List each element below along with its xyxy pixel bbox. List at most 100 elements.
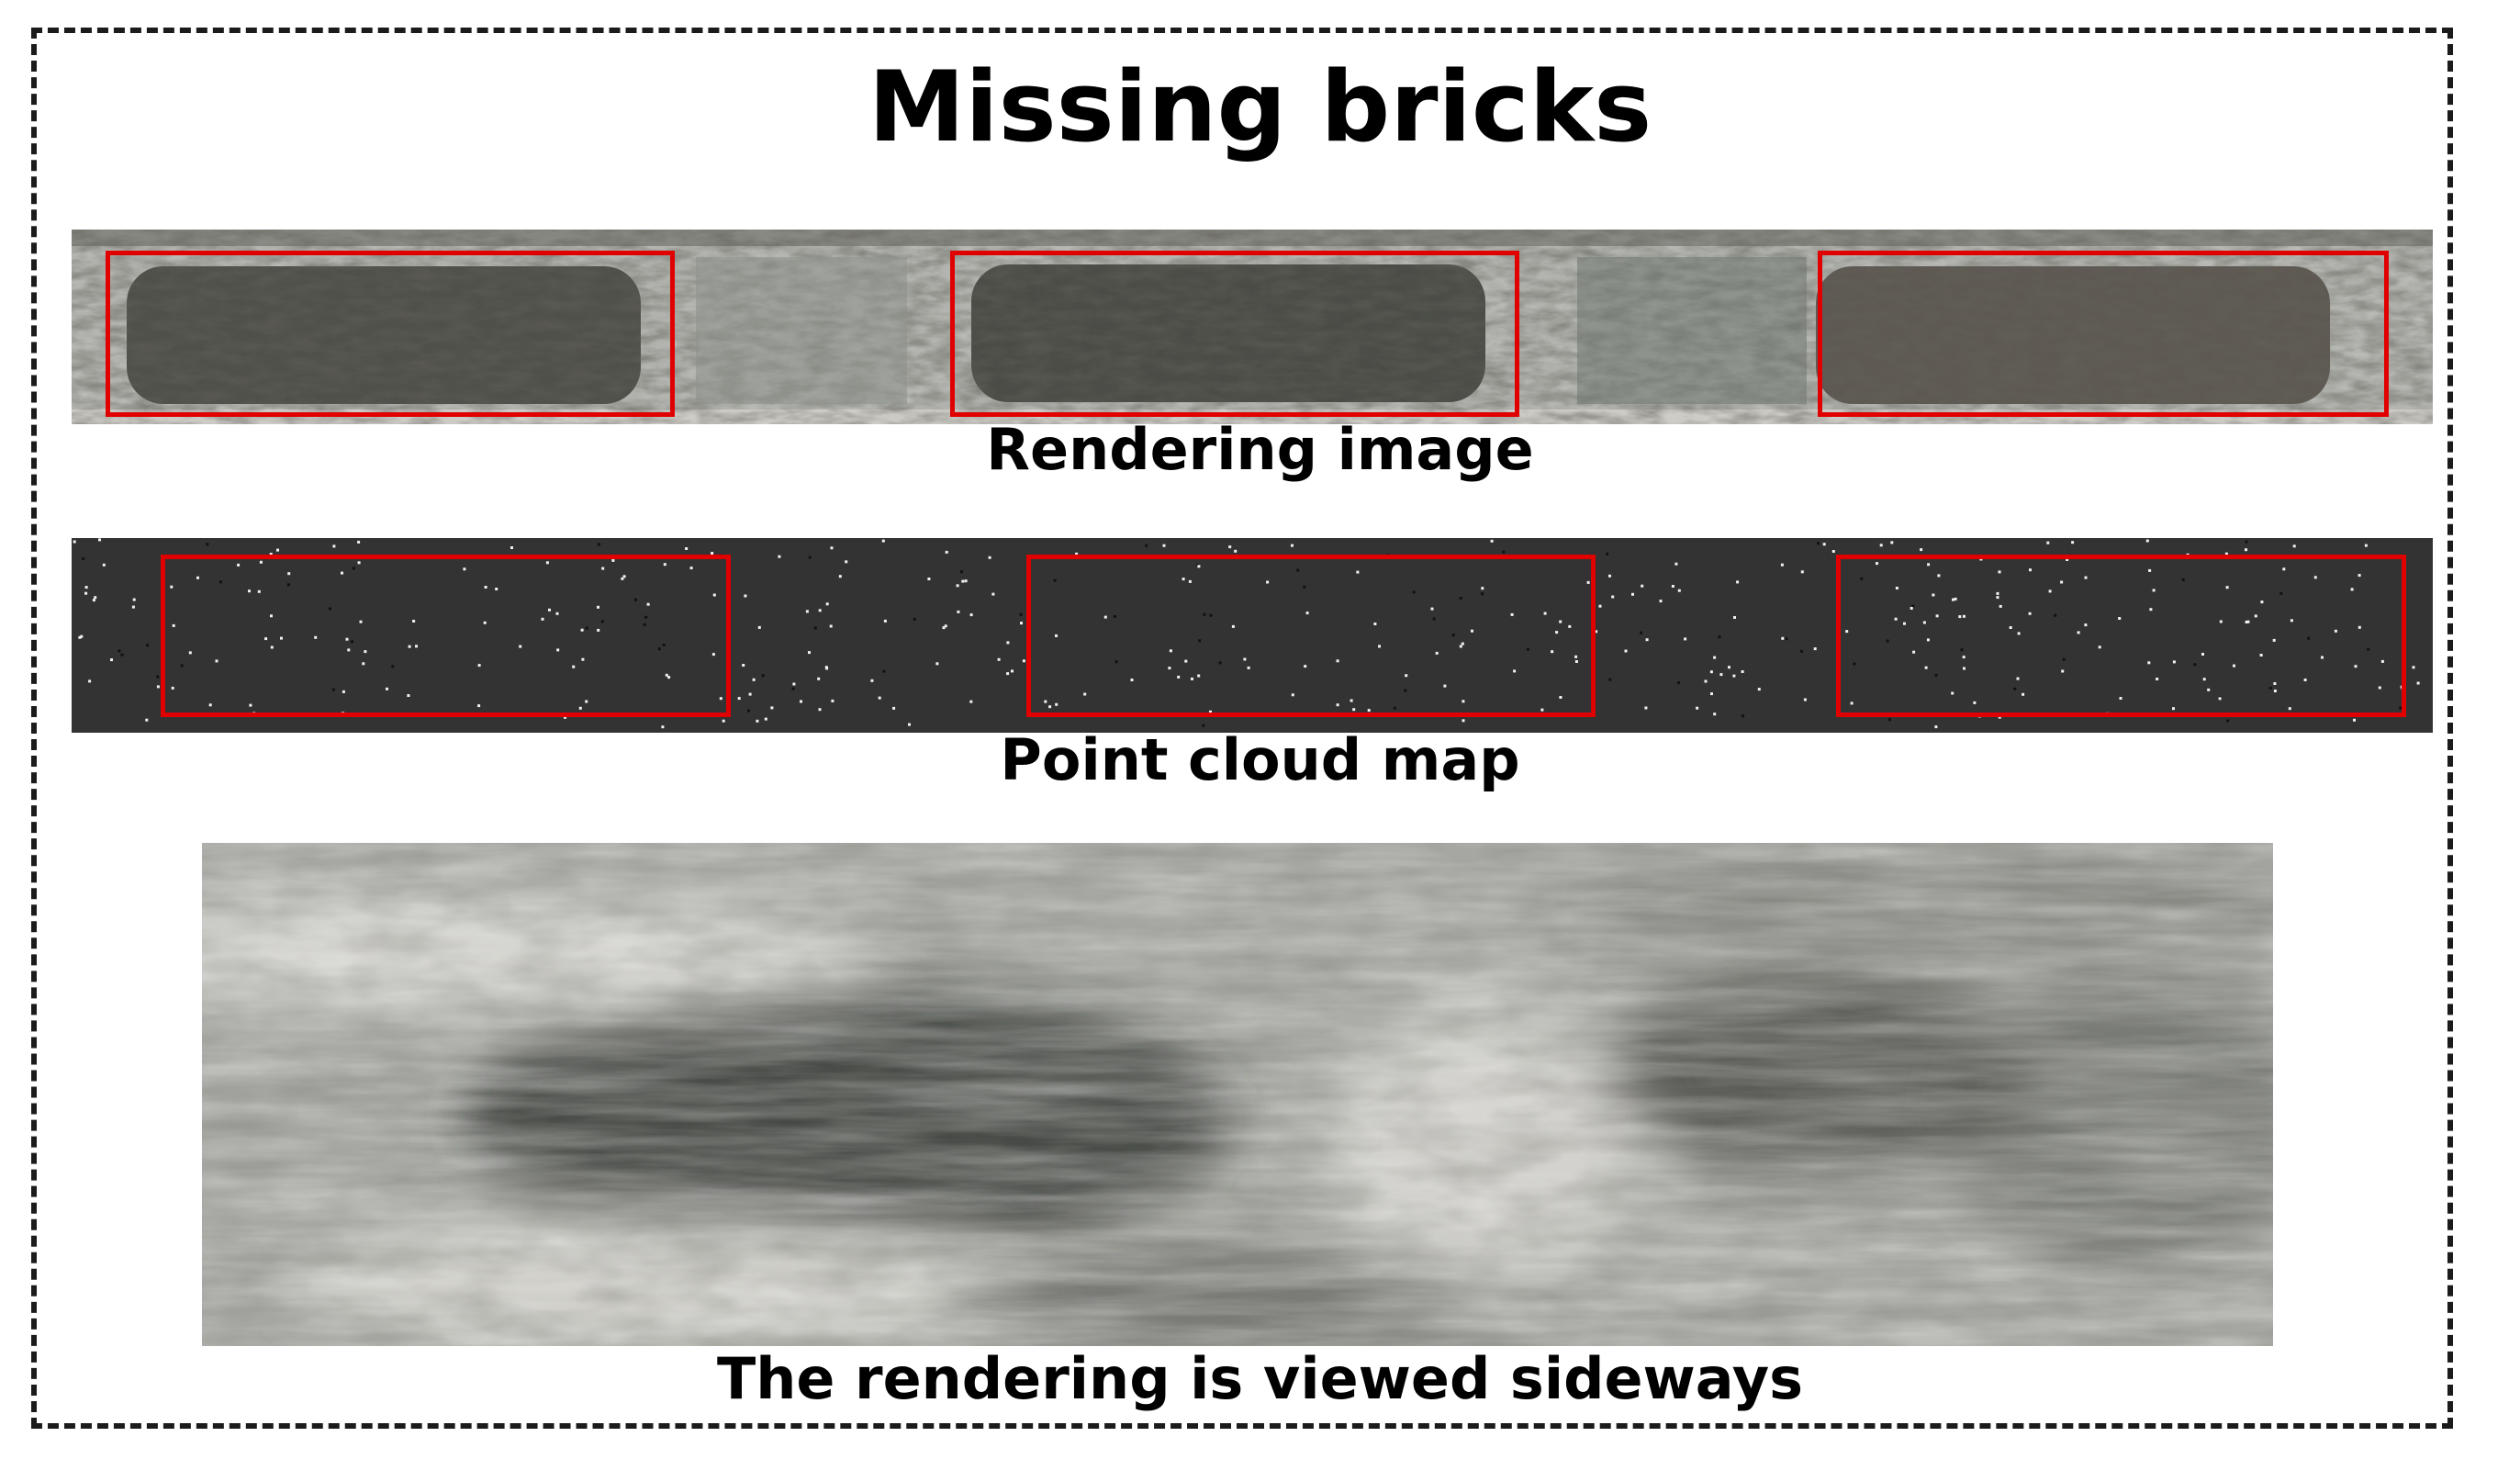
- point-cloud-dot: [280, 636, 283, 640]
- point-cloud-dot: [264, 637, 268, 641]
- point-cloud-dot: [276, 548, 279, 552]
- point-cloud-dot: [870, 679, 874, 682]
- point-cloud-dot: [180, 664, 184, 668]
- point-cloud-dot: [2303, 679, 2307, 681]
- point-cloud-dot: [663, 563, 666, 567]
- point-cloud-dot: [1677, 681, 1681, 685]
- point-cloud-dot: [881, 539, 885, 543]
- point-cloud-dot: [1800, 649, 1803, 653]
- point-cloud-dot: [1850, 701, 1854, 705]
- point-cloud-dot: [1113, 614, 1116, 618]
- point-cloud-dot: [831, 699, 834, 702]
- point-cloud-dot: [662, 644, 666, 646]
- point-cloud-dot: [1020, 622, 1023, 625]
- point-cloud-dot: [1432, 617, 1436, 621]
- point-cloud-dot: [2367, 647, 2370, 651]
- point-cloud-dot: [644, 615, 648, 619]
- point-cloud-dot: [1937, 574, 1941, 578]
- point-cloud-dot: [1006, 641, 1010, 645]
- point-cloud-dot: [1713, 713, 1717, 716]
- point-cloud-dot: [913, 617, 916, 621]
- point-cloud-dot: [778, 555, 781, 558]
- point-cloud-dot: [1209, 710, 1212, 713]
- point-cloud-dot: [2084, 623, 2088, 627]
- point-cloud-dot: [1781, 636, 1785, 640]
- point-cloud-dot: [2273, 682, 2277, 685]
- point-cloud-dot: [883, 619, 887, 623]
- point-cloud-dot: [2022, 692, 2025, 696]
- point-cloud-dot: [2147, 661, 2151, 665]
- point-cloud-dot: [1177, 675, 1181, 679]
- point-cloud-dot: [1951, 691, 1954, 695]
- point-cloud-dot: [1481, 587, 1484, 590]
- point-cloud-dot: [2254, 614, 2257, 618]
- point-cloud-dot: [2017, 632, 2021, 635]
- sideways-rendering-panel: [202, 843, 2273, 1346]
- point-cloud-dot: [1979, 557, 1983, 561]
- point-cloud-dot: [1741, 670, 1744, 673]
- point-cloud-dot: [2152, 589, 2156, 592]
- rendering-image-panel: [72, 230, 2433, 424]
- point-cloud-dot: [747, 709, 750, 713]
- point-cloud-dot: [408, 645, 411, 648]
- point-cloud-dot: [1611, 595, 1615, 599]
- point-cloud-dot: [2225, 586, 2229, 589]
- point-cloud-dot: [818, 609, 822, 612]
- point-cloud-dot: [1962, 656, 1966, 659]
- point-cloud-dot: [2313, 576, 2317, 579]
- point-cloud-dot: [463, 567, 466, 571]
- point-cloud-dot: [1932, 593, 1935, 597]
- point-cloud-dot: [1922, 621, 1926, 624]
- point-cloud-dot: [1998, 570, 2001, 574]
- point-cloud-dot: [1996, 591, 1999, 595]
- point-cloud-dot: [1999, 604, 2002, 608]
- point-cloud-dot: [1713, 656, 1717, 659]
- point-cloud-dot: [1860, 577, 1864, 580]
- point-cloud-dot: [2077, 631, 2080, 634]
- point-cloud-dot: [991, 592, 995, 596]
- point-cloud-dot: [1231, 624, 1235, 628]
- point-cloud-dot: [249, 703, 252, 707]
- point-cloud-dot: [1304, 665, 1307, 668]
- point-cloud-dot: [1203, 612, 1206, 616]
- point-cloud-dot: [548, 608, 551, 612]
- point-cloud-dot: [825, 602, 829, 606]
- point-cloud-dot: [1169, 649, 1172, 653]
- point-cloud-dot: [477, 664, 481, 668]
- point-cloud-dot: [2193, 663, 2197, 667]
- point-cloud-dot: [2245, 548, 2247, 552]
- point-cloud-dot: [756, 719, 759, 723]
- point-cloud-dot: [1704, 679, 1708, 683]
- point-cloud-dot: [1996, 596, 1999, 600]
- point-cloud-dot: [2307, 636, 2311, 640]
- point-cloud-dot: [611, 558, 615, 562]
- point-cloud-dot: [1895, 587, 1898, 589]
- point-cloud-panel: [72, 538, 2433, 733]
- point-cloud-dot: [621, 577, 624, 580]
- point-cloud-dot: [98, 538, 101, 542]
- point-cloud-dot: [391, 665, 395, 668]
- point-cloud-dot: [1435, 651, 1439, 655]
- point-cloud-dot: [2048, 589, 2052, 593]
- point-cloud-dot: [188, 651, 192, 655]
- point-cloud-dot: [1352, 708, 1356, 712]
- point-cloud-dot: [237, 563, 241, 567]
- point-cloud-dot: [1718, 635, 1721, 639]
- point-cloud-dot: [328, 607, 331, 611]
- point-cloud-dot: [131, 605, 135, 609]
- point-cloud-dot: [2268, 686, 2272, 690]
- point-cloud-dot: [838, 575, 842, 578]
- point-cloud-dot: [118, 649, 121, 653]
- dashed-border-frame: [31, 28, 2453, 1429]
- point-cloud-dot: [748, 692, 752, 696]
- point-cloud-dot: [1462, 719, 1465, 723]
- point-cloud-dot: [1879, 544, 1883, 547]
- point-cloud-dot: [1188, 579, 1192, 583]
- point-cloud-dot: [1912, 650, 1916, 654]
- point-cloud-dot: [1412, 590, 1416, 594]
- point-cloud-dot: [1998, 715, 2001, 719]
- point-cloud-dot: [1934, 673, 1938, 677]
- missing-brick-highlight-pc-3: [1836, 555, 2406, 717]
- point-cloud-dot: [2334, 629, 2337, 633]
- point-cloud-dot: [1924, 666, 1928, 669]
